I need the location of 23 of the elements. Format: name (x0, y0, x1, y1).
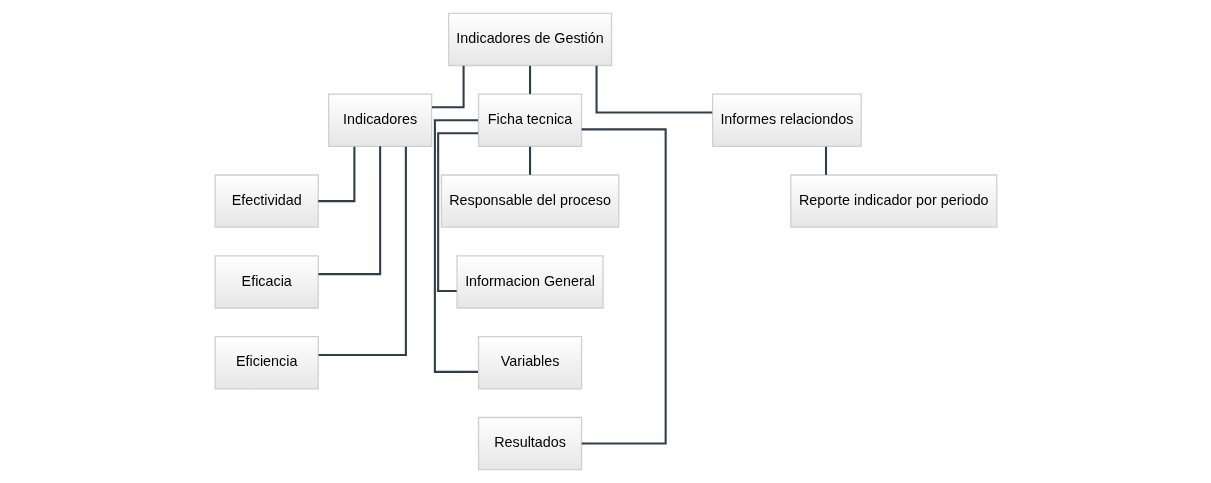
node-box: Indicadores de Gestión (447, 12, 612, 67)
connector (317, 146, 381, 276)
node-box: Indicadores (327, 93, 432, 147)
node-box: Informacion General (455, 255, 604, 309)
node-box: Informes relaciondos (711, 93, 862, 147)
node-box: Eficacia (214, 255, 319, 309)
connector (433, 119, 478, 373)
connector (436, 132, 478, 293)
connector (581, 128, 667, 445)
connector (431, 65, 465, 109)
node-box: Resultados (477, 416, 582, 471)
node-box: Variables (477, 336, 582, 390)
node-box: Responsable del proceso (440, 174, 619, 228)
connector (318, 146, 407, 356)
connector (528, 65, 531, 94)
node-box: Efectividad (214, 174, 319, 228)
connector (824, 146, 827, 175)
node-box: Eficiencia (214, 336, 319, 390)
connector (317, 146, 355, 203)
node-box: Ficha tecnica (477, 93, 582, 147)
connector (528, 146, 531, 175)
node-box: Reporte indicador por periodo (789, 174, 997, 228)
connector (595, 65, 712, 114)
